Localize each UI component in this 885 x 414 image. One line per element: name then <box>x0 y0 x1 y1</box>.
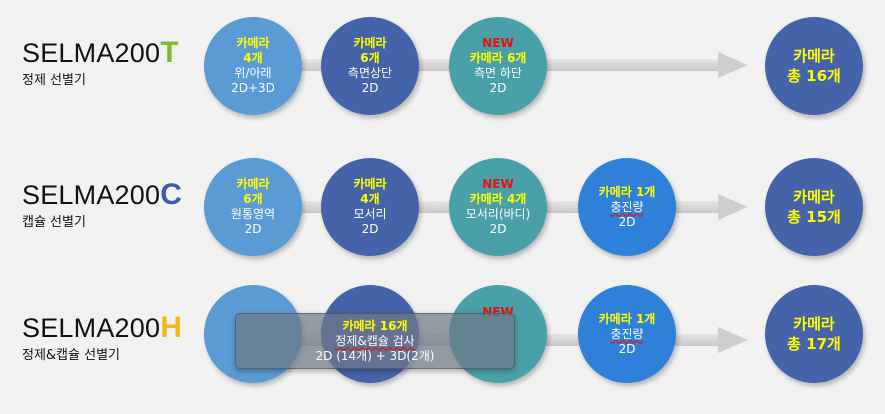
circle-line2: 측면 하단 <box>474 66 522 80</box>
total-circle: 카메라 총 17개 <box>765 285 863 383</box>
circle-line3: 2D <box>618 214 636 229</box>
total-line2: 총 17개 <box>787 335 841 353</box>
circle-line3: 2D <box>618 341 636 356</box>
total-line2: 총 16개 <box>787 67 841 85</box>
model-subtitle: 정제 선별기 <box>22 73 86 88</box>
model-prefix: SELMA200 <box>22 180 161 210</box>
row-selma200t: SELMA200T 정제 선별기 카메라 4개 위/아래 2D+3D 카메라 6… <box>0 0 885 130</box>
camera-circle-cylinder: 카메라 6개 원통영역 2D <box>204 158 302 256</box>
model-label: SELMA200T 정제 선별기 <box>22 36 179 89</box>
circle-line2: 4개 <box>243 51 263 65</box>
flow-arrow-head <box>718 194 748 220</box>
model-subtitle: 캡슐 선별기 <box>22 215 86 230</box>
row-selma200c: SELMA200C 캡슐 선별기 카메라 6개 원통영역 2D 카메라 4개 모… <box>0 142 885 272</box>
circle-line4: 2D <box>361 222 379 236</box>
circle-line4: 2D+3D <box>231 81 275 95</box>
model-prefix: SELMA200 <box>22 38 161 68</box>
circle-line2: 6개 <box>360 51 380 65</box>
circle-line1: 카메라 <box>236 36 270 50</box>
new-tag: NEW <box>482 177 514 191</box>
flow-arrow-head <box>718 327 748 353</box>
circle-line2: 4개 <box>360 192 380 206</box>
model-prefix: SELMA200 <box>22 313 161 343</box>
circle-line3: 2D <box>489 222 507 236</box>
overlay-line3: 2D (14개) + 3D(2개) <box>315 348 435 363</box>
circle-line3: 2D <box>489 81 507 95</box>
circle-line2: 충진량 <box>610 326 644 341</box>
total-line2: 총 15개 <box>787 208 841 226</box>
combined-inspection-box: 카메라 16개 정제&캡슐 검사 2D (14개) + 3D(2개) <box>235 313 515 369</box>
circle-line1: 카메라 1개 <box>598 184 656 199</box>
camera-circle-side-top: 카메라 6개 측면상단 2D <box>321 17 419 115</box>
camera-circle-side-bottom: NEW 카메라 6개 측면 하단 2D <box>449 17 547 115</box>
circle-line1: 카메라 1개 <box>598 311 656 326</box>
total-circle: 카메라 총 16개 <box>765 17 863 115</box>
circle-line3: 위/아래 <box>234 66 272 80</box>
circle-line4: 2D <box>244 222 262 236</box>
camera-circle-edge: 카메라 4개 모서리 2D <box>321 158 419 256</box>
camera-circle-edge-body: NEW 카메라 4개 모서리(바디) 2D <box>449 158 547 256</box>
total-line1: 카메라 <box>793 315 835 333</box>
model-suffix: T <box>160 36 179 69</box>
model-label: SELMA200H 정제&캡슐 선별기 <box>22 311 183 364</box>
new-tag: NEW <box>482 36 514 50</box>
total-circle: 카메라 총 15개 <box>765 158 863 256</box>
circle-line3: 원통영역 <box>230 207 276 221</box>
overlay-line1: 카메라 16개 <box>342 318 408 333</box>
circle-line4: 2D <box>361 81 379 95</box>
total-line1: 카메라 <box>793 47 835 65</box>
camera-circle-top-bottom: 카메라 4개 위/아래 2D+3D <box>204 17 302 115</box>
circle-line1: 카메라 4개 <box>469 192 527 206</box>
circle-line1: 카메라 <box>353 36 387 50</box>
circle-line3: 측면상단 <box>347 66 393 80</box>
circle-line1: 카메라 <box>236 177 270 191</box>
flow-arrow-head <box>718 52 748 78</box>
circle-line2: 모서리(바디) <box>465 207 531 221</box>
camera-circle-fill-level: 카메라 1개 충진량 2D <box>578 158 676 256</box>
circle-line1: 카메라 <box>353 177 387 191</box>
model-suffix: H <box>160 311 183 344</box>
model-subtitle: 정제&캡슐 선별기 <box>22 348 120 363</box>
circle-line3: 모서리 <box>353 207 387 221</box>
model-suffix: C <box>160 178 183 211</box>
overlay-line2: 정제&캡슐 검사 <box>335 333 415 348</box>
total-line1: 카메라 <box>793 188 835 206</box>
circle-line2: 6개 <box>243 192 263 206</box>
circle-line2: 충진량 <box>610 199 644 214</box>
circle-line1: 카메라 6개 <box>469 51 527 65</box>
model-label: SELMA200C 캡슐 선별기 <box>22 178 183 231</box>
camera-circle-fill-level: 카메라 1개 충진량 2D <box>578 285 676 383</box>
